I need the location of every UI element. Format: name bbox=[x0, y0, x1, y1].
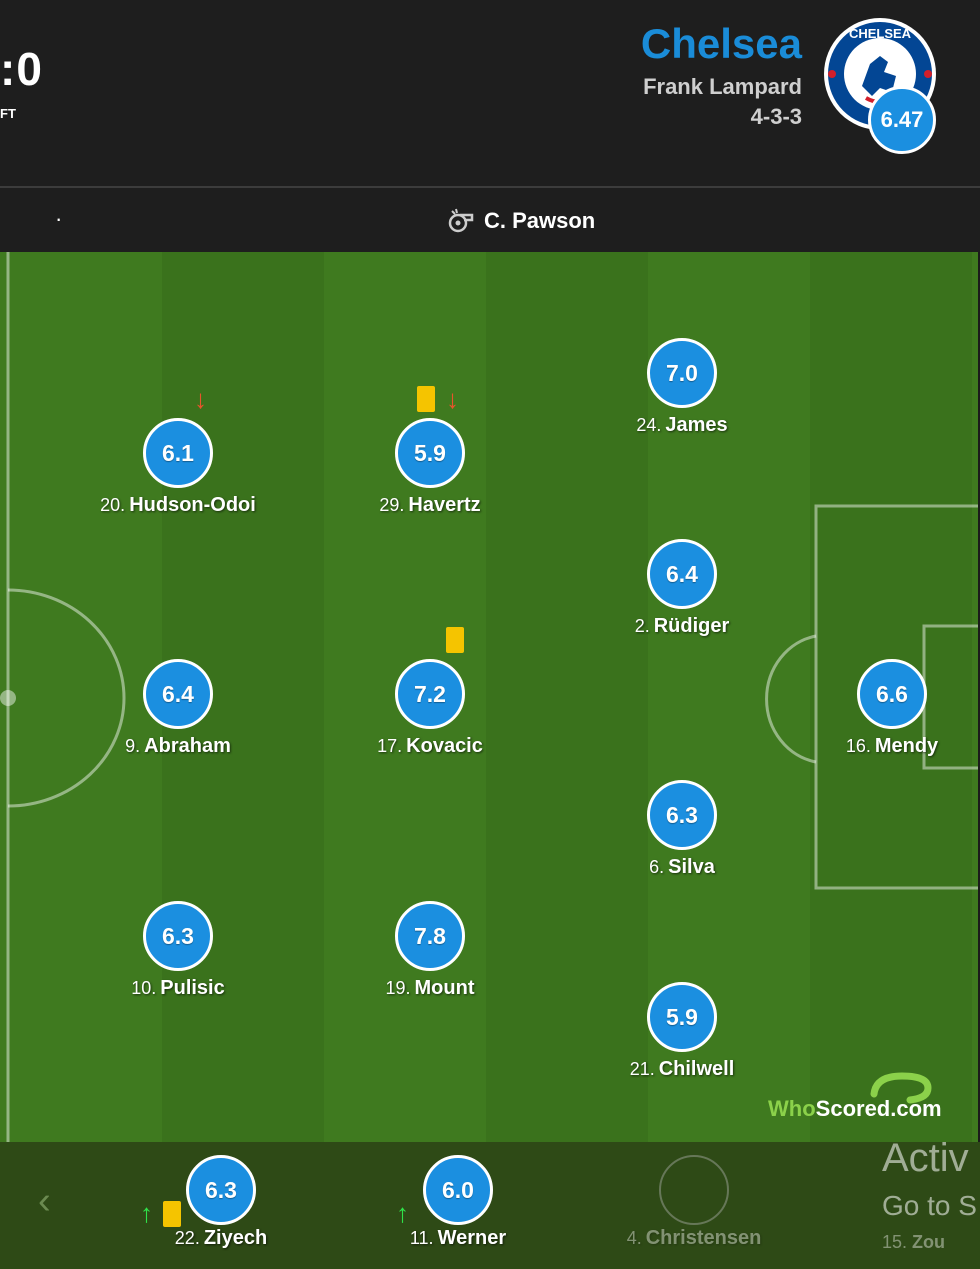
player-name-label: 10.Pulisic bbox=[131, 977, 225, 999]
os-activation-overlay: Activ bbox=[882, 1136, 969, 1180]
team-name[interactable]: Chelsea bbox=[640, 20, 802, 67]
formation: 4-3-3 bbox=[750, 104, 802, 129]
player-rating: 6.3 bbox=[186, 1155, 256, 1225]
player-kovacic[interactable]: 7.2 17.Kovacic bbox=[330, 659, 530, 758]
player-rating: 5.9 bbox=[395, 418, 465, 488]
player-rating: 7.0 bbox=[647, 338, 717, 408]
player-rating: 6.4 bbox=[647, 539, 717, 609]
whistle-icon bbox=[448, 208, 474, 233]
player-name-label: 2.Rüdiger bbox=[634, 615, 730, 637]
player-name-label: 20.Hudson-Odoi bbox=[100, 494, 256, 516]
sub-on-icon: ↑ bbox=[140, 1198, 153, 1228]
yellow-card-icon bbox=[446, 627, 464, 653]
whoscored-logo-icon bbox=[870, 1072, 932, 1104]
referee: C. Pawson bbox=[446, 207, 595, 235]
referee-name: C. Pawson bbox=[484, 208, 596, 233]
yellow-card-icon bbox=[417, 386, 435, 412]
player-name-label: 11.Werner bbox=[409, 1227, 507, 1249]
player-mendy[interactable]: 6.6 16.Mendy bbox=[792, 659, 980, 758]
player-rating: 6.0 bbox=[423, 1155, 493, 1225]
player-rating: 6.4 bbox=[143, 659, 213, 729]
chevron-left-icon[interactable]: ‹ bbox=[38, 1180, 51, 1222]
manager-name: Frank Lampard bbox=[643, 74, 802, 99]
match-header: :0 FT Chelsea Frank Lampard 4-3-3 CHELSE… bbox=[0, 0, 980, 188]
player-chilwell[interactable]: 5.9 21.Chilwell bbox=[582, 982, 782, 1081]
player-rating: 7.2 bbox=[395, 659, 465, 729]
team-rating-badge: 6.47 bbox=[868, 86, 936, 154]
bench-player-ziyech[interactable]: 6.3 22.Ziyech bbox=[121, 1155, 321, 1250]
match-score: :0 bbox=[0, 43, 43, 95]
player-name-label: 17.Kovacic bbox=[377, 735, 483, 757]
player-rating: 6.3 bbox=[647, 780, 717, 850]
player-pulisic[interactable]: 6.3 10.Pulisic bbox=[78, 901, 278, 1000]
player-name-label: 16.Mendy bbox=[845, 735, 939, 757]
sub-off-icon: ↓ bbox=[446, 384, 459, 414]
player-rating-empty bbox=[659, 1155, 729, 1225]
player-name-label: 21.Chilwell bbox=[629, 1058, 735, 1080]
player-rudiger[interactable]: 6.4 2.Rüdiger bbox=[582, 539, 782, 638]
player-name-label: 9.Abraham bbox=[125, 735, 231, 757]
player-name-label: 22.Ziyech bbox=[174, 1227, 268, 1249]
player-name-label: 24.James bbox=[636, 414, 728, 436]
header-divider bbox=[0, 186, 980, 188]
separator-dot: · bbox=[55, 206, 63, 231]
player-rating: 6.1 bbox=[143, 418, 213, 488]
bench-player-werner[interactable]: 6.0 11.Werner bbox=[358, 1155, 558, 1250]
pitch-lines bbox=[0, 252, 978, 1142]
player-abraham[interactable]: 6.4 9.Abraham bbox=[78, 659, 278, 758]
player-name-label: 4.Christensen bbox=[626, 1227, 762, 1249]
match-status: FT bbox=[0, 106, 16, 121]
player-rating: 6.3 bbox=[143, 901, 213, 971]
bench-player-zou[interactable]: 15. Zou bbox=[882, 1232, 946, 1252]
referee-bar bbox=[0, 188, 980, 252]
player-rating: 5.9 bbox=[647, 982, 717, 1052]
player-hudson-odoi[interactable]: 6.1 20.Hudson-Odoi bbox=[78, 418, 278, 517]
player-name-label: 19.Mount bbox=[385, 977, 475, 999]
crest-text: CHELSEA bbox=[849, 26, 912, 41]
player-rating: 6.6 bbox=[857, 659, 927, 729]
bench-player-christensen[interactable]: 4.Christensen bbox=[594, 1155, 794, 1250]
player-name-label: 29.Havertz bbox=[379, 494, 481, 516]
player-james[interactable]: 7.0 24.James bbox=[582, 338, 782, 437]
whoscored-watermark: WhoScored.com bbox=[768, 1096, 942, 1121]
os-activation-subtitle: Go to S bbox=[882, 1190, 977, 1221]
sub-on-icon: ↑ bbox=[396, 1198, 409, 1228]
player-silva[interactable]: 6.3 6.Silva bbox=[582, 780, 782, 879]
player-mount[interactable]: 7.8 19.Mount bbox=[330, 901, 530, 1000]
player-name-label: 6.Silva bbox=[649, 856, 715, 878]
player-havertz[interactable]: 5.9 29.Havertz bbox=[330, 418, 530, 517]
sub-off-icon: ↓ bbox=[194, 384, 207, 414]
player-rating: 7.8 bbox=[395, 901, 465, 971]
yellow-card-icon bbox=[163, 1201, 181, 1227]
